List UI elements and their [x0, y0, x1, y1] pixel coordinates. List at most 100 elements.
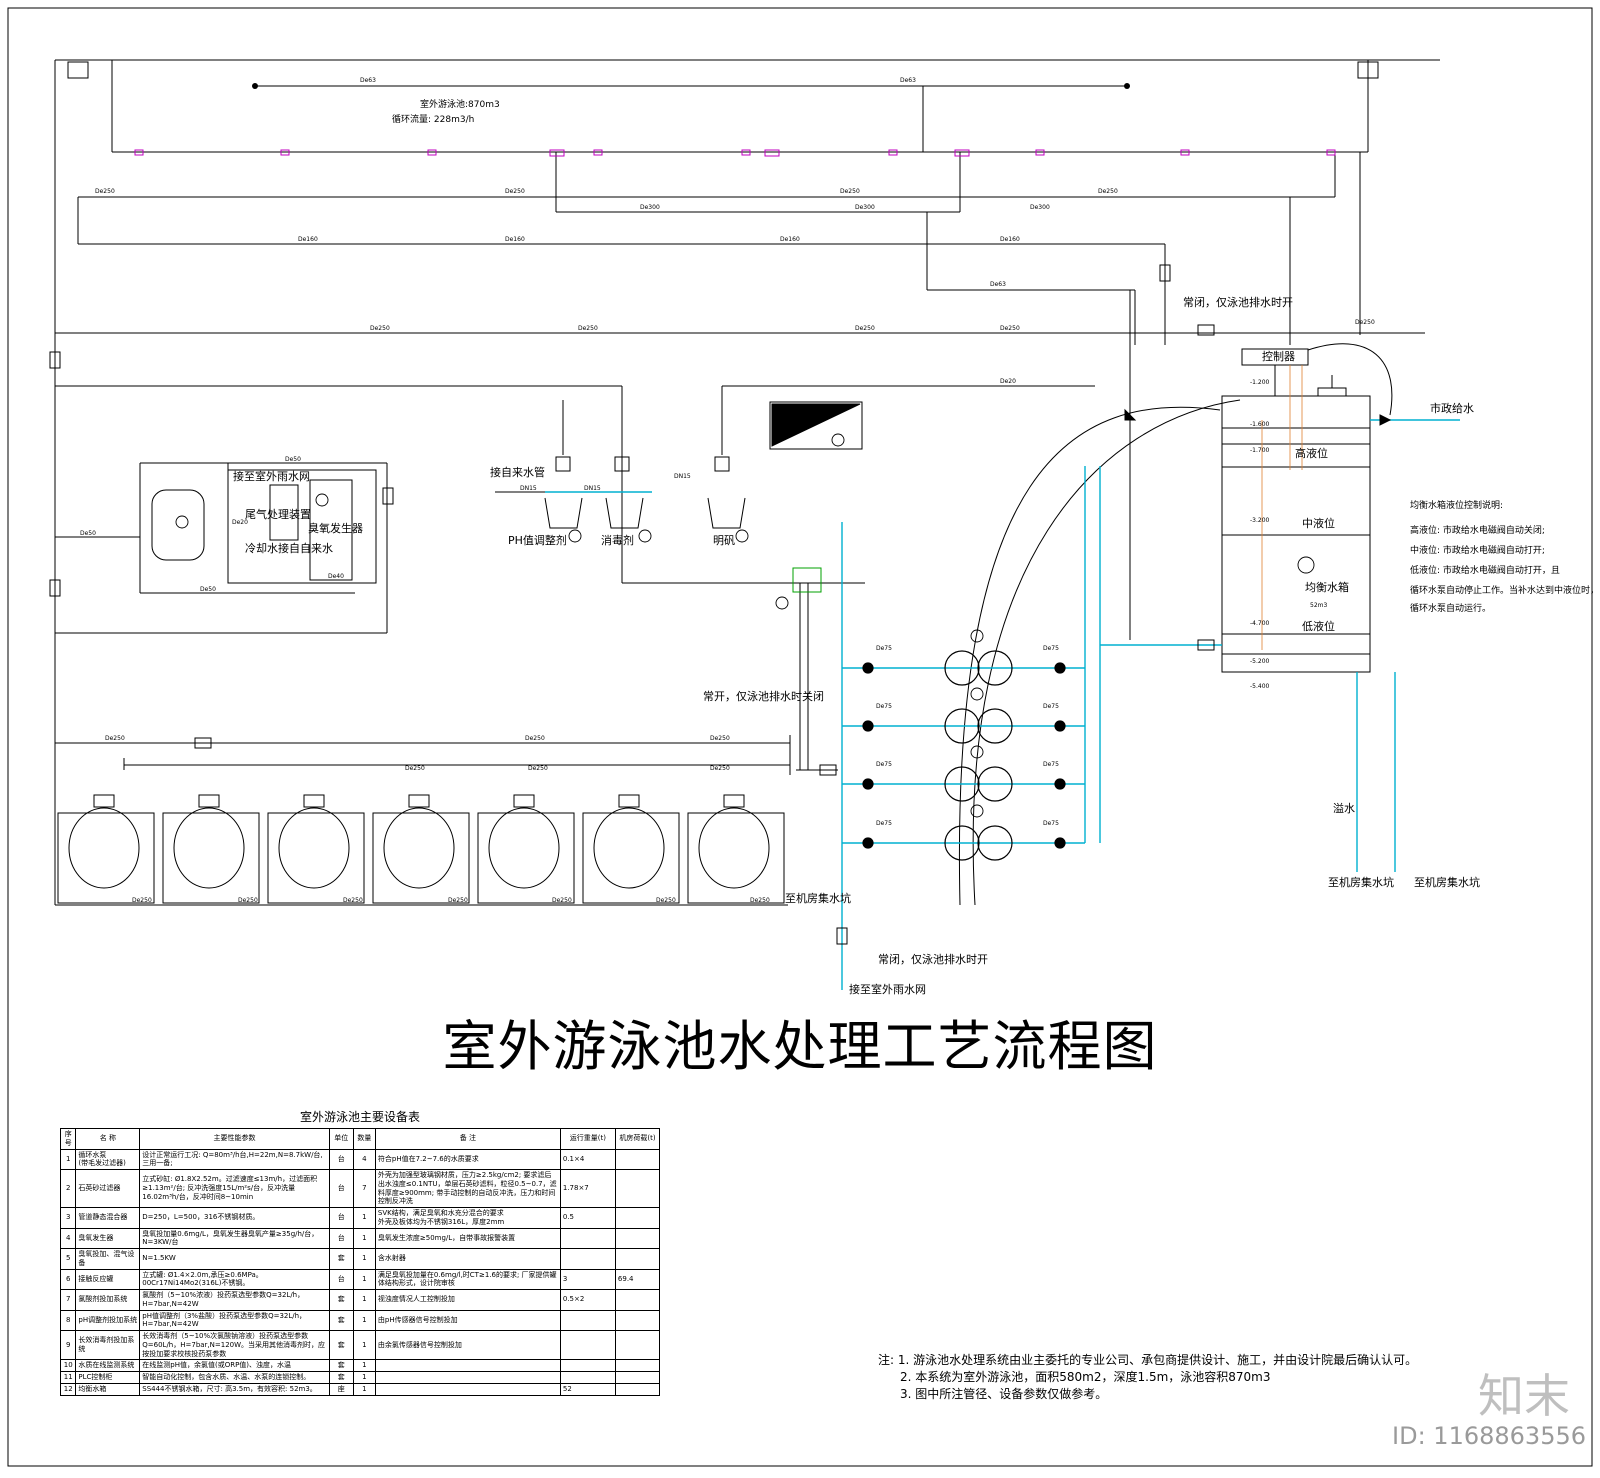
drawing-frame — [7, 7, 1593, 1467]
high-level-label: 高液位 — [1295, 446, 1328, 460]
table-cell: 臭氧发生器 — [75, 1227, 141, 1249]
pipe-size-label: De250 — [656, 897, 676, 904]
disinfectant-label: 消毒剂 — [601, 533, 634, 547]
table-cell — [559, 1227, 616, 1249]
table-cell — [559, 1371, 616, 1384]
table-cell — [614, 1148, 661, 1170]
table-cell: 台 — [328, 1227, 354, 1249]
table-cell: 套 — [328, 1371, 354, 1384]
notes-section: 注: 1. 游泳池水处理系统由业主委托的专业公司、承包商提供设计、施工，并由设计… — [878, 1352, 1518, 1403]
tank-control-line: 循环水泵自动停止工作。当补水达到中液位时， — [1410, 584, 1599, 596]
watermark-brand: 知末 — [1478, 1369, 1570, 1423]
tail-gas-label: 尾气处理装置 — [245, 507, 311, 521]
pipe-size-label: De250 — [370, 325, 390, 332]
balance-tank-label: 均衡水箱 — [1305, 580, 1349, 594]
table-cell: 1 — [352, 1359, 376, 1372]
pipe-size-label: De63 — [900, 77, 916, 84]
table-cell: PLC控制柜 — [75, 1371, 141, 1384]
notes-prefix: 注: — [878, 1353, 895, 1367]
table-cell: 套 — [328, 1359, 354, 1372]
pipe-size-label: De75 — [1043, 820, 1059, 827]
pipe-size-label: De75 — [1043, 645, 1059, 652]
pipe-size-label: De250 — [750, 897, 770, 904]
pipe-size-label: De250 — [95, 188, 115, 195]
pipe-size-label: De160 — [298, 236, 318, 243]
pipe-size-label: De160 — [1000, 236, 1020, 243]
tank-control-title: 均衡水箱液位控制说明: — [1410, 499, 1503, 511]
table-cell: 1 — [352, 1207, 376, 1229]
pool-flow-label: 循环流量: 228m3/h — [392, 113, 474, 125]
table-cell — [614, 1227, 661, 1249]
tap-water-label: 接自来水管 — [490, 465, 545, 479]
to-pit-label: 至机房集水坑 — [1414, 875, 1480, 889]
pipe-size-label: De20 — [232, 519, 248, 526]
table-cell — [374, 1371, 561, 1384]
level-elevation: -3.200 — [1250, 517, 1270, 524]
table-cell: 氯酸剂投加系统 — [75, 1289, 141, 1311]
table-cell: 1 — [352, 1371, 376, 1384]
table-cell: 臭氧发生浓度≥50mg/L，自带事故报警装置 — [374, 1227, 561, 1249]
pipe-size-label: De250 — [105, 735, 125, 742]
pipe-size-label: DN15 — [520, 485, 537, 492]
column-header: 运行重量(t) — [559, 1128, 616, 1150]
rain-net-label: 接至室外雨水网 — [233, 469, 310, 483]
pipe-size-label: DN15 — [584, 485, 601, 492]
table-cell: 由余氯传感器信号控制投加 — [374, 1329, 561, 1361]
pipe-size-label: De250 — [528, 765, 548, 772]
table-cell: 1 — [352, 1248, 376, 1270]
table-cell: D=250，L=500，316不锈钢材质。 — [139, 1207, 330, 1229]
table-cell: 水质在线监测系统 — [75, 1359, 141, 1372]
pipe-size-label: De160 — [780, 236, 800, 243]
level-elevation: -5.400 — [1250, 683, 1270, 690]
table-cell — [614, 1248, 661, 1270]
table-cell: SS444不锈钢水箱，尺寸: 高3.5m，有效容积: 52m3。 — [139, 1382, 330, 1396]
column-header: 主要性能参数 — [139, 1128, 330, 1150]
table-cell: 8 — [59, 1309, 77, 1331]
equipment-tags — [175, 433, 1315, 818]
table-cell — [614, 1309, 661, 1331]
low-level-label: 低液位 — [1302, 619, 1335, 633]
table-cell: 臭氧投加、混气设备 — [75, 1248, 141, 1270]
pipe-size-label: De250 — [1000, 325, 1020, 332]
pool-inlets — [134, 149, 1336, 157]
watermark-id: ID: 1168863556 — [1392, 1422, 1586, 1450]
column-header: 序号 — [59, 1128, 77, 1150]
controller-label: 控制器 — [1262, 349, 1295, 363]
table-cell: 3 — [59, 1207, 77, 1229]
table-cell — [559, 1248, 616, 1270]
table-cell — [614, 1359, 661, 1372]
pipe-size-label: De250 — [578, 325, 598, 332]
table-cell: 3 — [559, 1268, 616, 1290]
table-cell: 2 — [59, 1169, 77, 1208]
table-cell: pH值调整剂（3%盐酸）投药泵选型参数Q=32L/h，H=7bar,N=42W — [139, 1309, 330, 1331]
table-cell: 在线监测pH值，余氯值(或ORP值)、浊度，水温 — [139, 1359, 330, 1372]
pipe-size-label: De50 — [80, 530, 96, 537]
pipe-size-label: De250 — [405, 765, 425, 772]
level-elevation: -1.200 — [1250, 379, 1270, 386]
table-cell: 1.78×7 — [559, 1169, 616, 1208]
table-cell: 含水射器 — [374, 1248, 561, 1270]
table-cell: 智能自动化控制，包含水质、水温、水泵的连锁控制。 — [139, 1371, 330, 1384]
table-cell — [614, 1169, 661, 1208]
table-cell: 均衡水箱 — [75, 1382, 141, 1396]
column-header: 数量 — [352, 1128, 376, 1150]
column-header: 名 称 — [75, 1128, 141, 1150]
pipe-size-label: De250 — [448, 897, 468, 904]
tank-control-line: 高液位: 市政给水电磁阀自动关闭; — [1410, 524, 1545, 536]
table-cell: 69.4 — [614, 1268, 661, 1290]
pipe-size-label: De250 — [1098, 188, 1118, 195]
table-cell: 长效消毒剂（5~10%次氯酸钠溶液）投药泵选型参数Q=60L/h，H=7bar,… — [139, 1329, 330, 1361]
level-sensors — [1261, 365, 1303, 650]
table-cell: 1 — [352, 1289, 376, 1311]
level-elevation: -5.200 — [1250, 658, 1270, 665]
tank-control-line: 中液位: 市政给水电磁阀自动打开; — [1410, 544, 1545, 556]
pipe-network — [54, 59, 1460, 990]
